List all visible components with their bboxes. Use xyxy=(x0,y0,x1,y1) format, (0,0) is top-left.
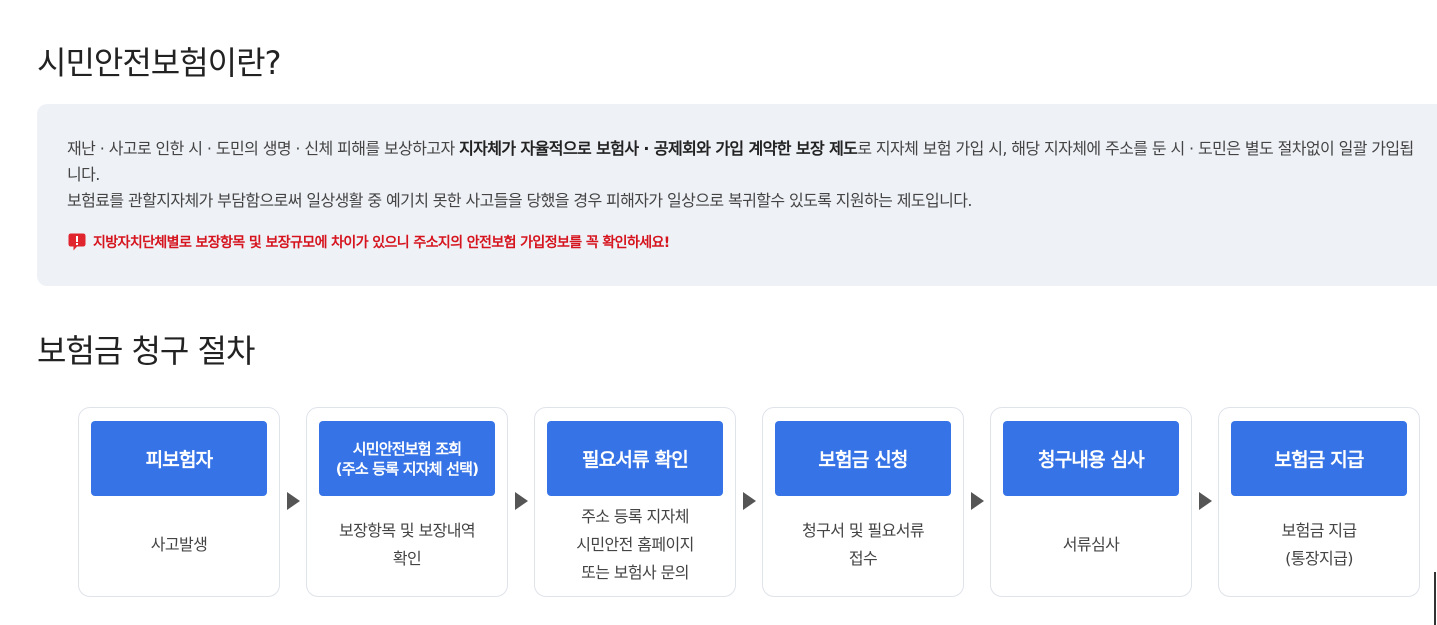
step-description: 청구서 및 필요서류 접수 xyxy=(802,521,925,568)
description-emphasis: 지자체가 자율적으로 보험사 · 공제회와 가입 계약한 보장 제도 xyxy=(459,139,858,158)
step-description: 보장항목 및 보장내역 확인 xyxy=(338,521,476,568)
arrow-right-icon xyxy=(287,492,300,510)
warning-text: 지방자치단체별로 보장항목 및 보장규모에 차이가 있으니 주소지의 안전보험 … xyxy=(93,235,670,251)
description-text-continued: 로 지자체 보험 가입 시, 해당 지자체에 주소를 둔 시 · 도민은 별도 … xyxy=(67,139,1414,184)
step-description: 보험금 지급 (통장지급) xyxy=(1281,521,1357,568)
step-heading: 보험금 신청 xyxy=(775,421,951,496)
process-step-1: 피보험자 사고발생 xyxy=(78,407,280,597)
process-step-6: 보험금 지급 보험금 지급 (통장지급) xyxy=(1218,407,1420,597)
step-heading: 보험금 지급 xyxy=(1231,421,1407,496)
process-step-4: 보험금 신청 청구서 및 필요서류 접수 xyxy=(762,407,964,597)
arrow-right-icon xyxy=(743,492,756,510)
warning-notice: 지방자치단체별로 보장항목 및 보장규모에 차이가 있으니 주소지의 안전보험 … xyxy=(67,232,670,252)
arrow-right-icon xyxy=(1199,492,1212,510)
description-paragraph-1: 재난 · 사고로 인한 시 · 도민의 생명 · 신체 피해를 보상하고자 지자… xyxy=(67,136,1415,188)
description-text: 재난 · 사고로 인한 시 · 도민의 생명 · 신체 피해를 보상하고자 xyxy=(67,139,460,158)
step-heading: 청구내용 심사 xyxy=(1003,421,1179,496)
section-title: 보험금 청구 절차 xyxy=(37,332,255,370)
description-paragraph-2: 보험료를 관할지자체가 부담함으로써 일상생활 중 예기치 못한 사고들을 당했… xyxy=(67,191,972,210)
alert-icon xyxy=(67,232,87,252)
step-heading: 시민안전보험 조회 (주소 등록 지자체 선택) xyxy=(319,421,495,496)
arrow-right-icon xyxy=(515,492,528,510)
step-description: 사고발생 xyxy=(150,535,208,554)
process-step-3: 필요서류 확인 주소 등록 지자체 시민안전 홈페이지 또는 보험사 문의 xyxy=(534,407,736,597)
step-description: 서류심사 xyxy=(1062,535,1120,554)
process-step-5: 청구내용 심사 서류심사 xyxy=(990,407,1192,597)
step-heading: 필요서류 확인 xyxy=(547,421,723,496)
process-step-2: 시민안전보험 조회 (주소 등록 지자체 선택) 보장항목 및 보장내역 확인 xyxy=(306,407,508,597)
page-edge-divider xyxy=(1434,572,1436,625)
info-box: 재난 · 사고로 인한 시 · 도민의 생명 · 신체 피해를 보상하고자 지자… xyxy=(37,104,1437,286)
step-description: 주소 등록 지자체 시민안전 홈페이지 또는 보험사 문의 xyxy=(576,507,694,582)
arrow-right-icon xyxy=(971,492,984,510)
step-heading: 피보험자 xyxy=(91,421,267,496)
page-title: 시민안전보험이란? xyxy=(37,44,282,82)
